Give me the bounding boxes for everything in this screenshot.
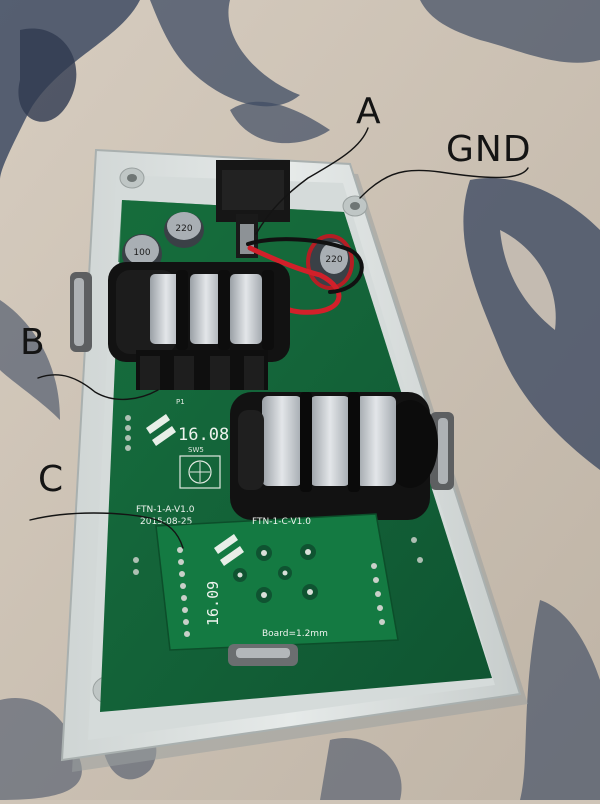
capacitor-3-text: 220 [325,255,342,265]
leader-line-b [37,374,159,401]
input-jack-top [108,262,290,362]
p1-text: P1 [176,398,185,406]
capacitor-2-text: 100 [133,248,150,258]
board-code-main: FTN-1-A-V1.0 [136,505,195,515]
leader-line-a [255,127,369,235]
leader-line-gnd [359,167,529,199]
logo-date-main: 16.08 [178,425,229,445]
leader-line-c [29,512,184,549]
daughter-pcb: 16.09 FTN-1-C-V1.0 Board=1.2mm [155,513,399,651]
label-a: A [356,91,382,132]
sw5-text: SW5 [188,446,204,454]
logo-date-daughter: 16.09 [204,581,222,626]
output-jack [230,392,438,520]
label-b: B [20,322,46,363]
sw5-footprint: SW5 [179,446,221,489]
label-c: C [38,459,65,500]
board-thickness-text: Board=1.2mm [262,629,328,639]
board-code-daughter: FTN-1-C-V1.0 [252,517,311,527]
pcb-logo-main: 16.08 [146,414,229,446]
annotation-lines [29,127,529,549]
footswitch-nut [228,644,298,666]
label-gnd: GND [446,129,532,170]
board-date-main: 2015-08-25 [140,517,192,527]
header-p1: P1 [136,350,268,406]
capacitor-1: 220 [164,212,204,248]
jack-nut-left [70,272,92,352]
capacitor-1-text: 220 [175,224,192,234]
